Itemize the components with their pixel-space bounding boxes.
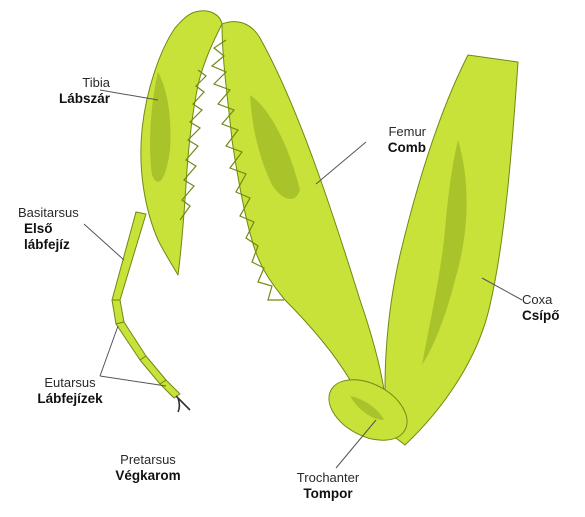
basitarsus-latin: Basitarsus xyxy=(18,205,79,221)
tibia-hungarian: Lábszár xyxy=(46,91,110,107)
eutarsus-segment-3 xyxy=(140,356,166,384)
pretarsus-hungarian: Végkarom xyxy=(100,468,196,484)
eutarsus-segment-2 xyxy=(116,322,146,360)
eutarsus-leader-a xyxy=(100,326,118,376)
eutarsus-segment-1 xyxy=(112,300,124,324)
pretarsus-claws xyxy=(176,396,190,412)
pretarsus-label: Pretarsus Végkarom xyxy=(100,452,196,484)
femur-label: Femur Comb xyxy=(340,124,426,156)
tibia-label: Tibia Lábszár xyxy=(46,75,110,107)
femur-latin: Femur xyxy=(340,124,426,140)
trochanter-label: Trochanter Tompor xyxy=(275,470,381,502)
trochanter-hungarian: Tompor xyxy=(275,486,381,502)
pretarsus-latin: Pretarsus xyxy=(100,452,196,468)
coxa-hungarian: Csípő xyxy=(522,308,560,324)
basitarsus-segment xyxy=(112,212,146,300)
eutarsus-latin: Eutarsus xyxy=(20,375,120,391)
eutarsus-hungarian: Lábfejízek xyxy=(20,391,120,407)
basitarsus-hungarian-line2: lábfejíz xyxy=(24,237,79,253)
tibia-latin: Tibia xyxy=(46,75,110,91)
eutarsus-segment-4 xyxy=(160,380,180,398)
coxa-latin: Coxa xyxy=(522,292,560,308)
basitarsus-label: Basitarsus Első lábfejíz xyxy=(18,205,79,253)
basitarsus-leader xyxy=(84,224,124,260)
trochanter-latin: Trochanter xyxy=(275,470,381,486)
femur-hungarian: Comb xyxy=(340,140,426,156)
coxa-label: Coxa Csípő xyxy=(522,292,560,324)
basitarsus-hungarian-line1: Első xyxy=(24,221,79,237)
eutarsus-label: Eutarsus Lábfejízek xyxy=(20,375,120,407)
